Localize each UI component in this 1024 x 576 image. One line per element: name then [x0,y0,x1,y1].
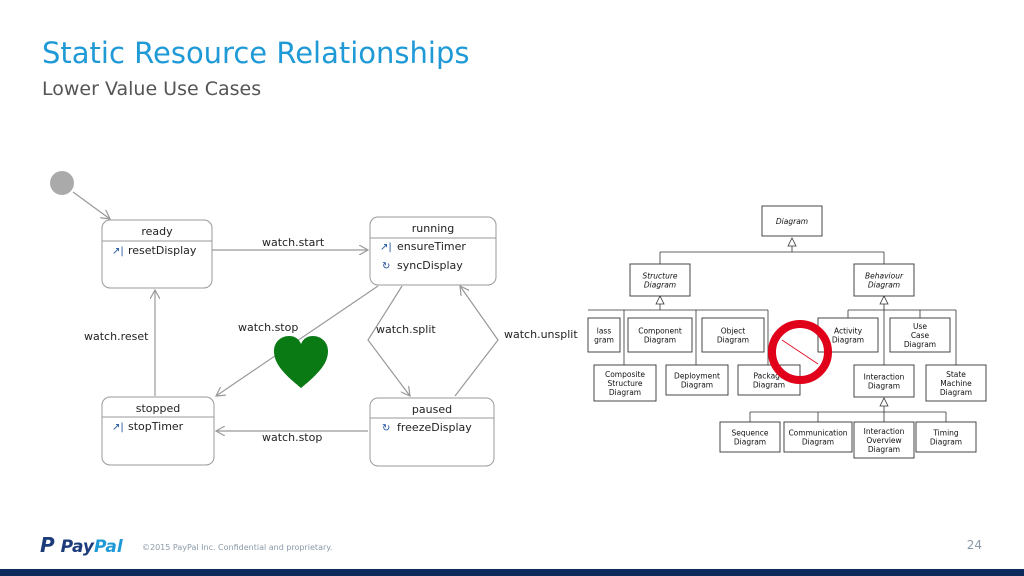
uml-object-box [701,317,765,353]
prohibition-icon [768,320,832,384]
entry-icon: ↗| [380,242,392,253]
uml-overview-box [853,421,915,459]
uml-usecase-box [889,317,951,353]
uml-interaction-box [853,364,915,398]
paypal-p-icon: P [40,533,55,557]
state-stopped-action: stopTimer [128,420,184,433]
transition-start-label: watch.start [262,236,325,249]
uml-communication-box [783,421,853,453]
copyright-text: ©2015 PayPal Inc. Confidential and propr… [142,543,333,552]
state-paused: paused ↻ freezeDisplay [369,397,495,467]
uml-root-label: Diagram [776,217,808,226]
uml-composite-box [593,364,657,402]
uml-statemachine-box [925,364,987,402]
entry-icon: ↗| [112,246,124,257]
logo-pal: Pal [94,537,123,557]
transition-split [367,285,410,396]
state-stopped-name: stopped [136,402,181,415]
state-ready-action: resetDisplay [128,244,197,257]
transition-stop-running-label: watch.stop [238,321,298,334]
uml-timing-box [915,421,977,453]
state-diagram: ready ↗| resetDisplay running ↗| ensureT… [50,171,578,467]
logo-pay: Pay [60,537,94,557]
paypal-logo: P PayPal [40,533,123,557]
uml-behaviour-box [853,263,915,297]
state-running-action-1: ensureTimer [397,240,466,253]
state-paused-action: freezeDisplay [397,421,472,434]
transition-stop-paused-label: watch.stop [262,431,322,444]
transition-reset-label: watch.reset [84,330,149,343]
transition-unsplit-label: watch.unsplit [504,328,578,341]
heart-icon [274,336,328,388]
slide-title: Static Resource Relationships [42,36,470,70]
uml-deployment-box [665,364,729,396]
do-icon: ↻ [382,261,390,272]
state-ready: ready ↗| resetDisplay [101,219,213,289]
slide-subtitle: Lower Value Use Cases [42,78,262,100]
initial-transition [72,191,110,219]
state-stopped: stopped ↗| stopTimer [101,396,215,466]
uml-sequence-box [719,421,781,453]
uml-class-box [587,317,621,353]
state-running-action-2: syncDisplay [397,259,463,272]
footer-bar [0,569,1024,576]
uml-component-box [627,317,693,353]
state-running: running ↗| ensureTimer ↻ syncDisplay [369,216,497,286]
state-paused-name: paused [412,403,452,416]
state-ready-name: ready [141,225,173,238]
page-number: 24 [966,538,982,552]
do-icon: ↻ [382,423,390,434]
initial-state [50,171,74,195]
transition-split-label: watch.split [376,323,436,336]
uml-root-box [761,205,823,237]
state-running-name: running [412,222,454,235]
transition-unsplit [454,286,499,397]
entry-icon: ↗| [112,422,124,433]
uml-structure-box [629,263,691,297]
